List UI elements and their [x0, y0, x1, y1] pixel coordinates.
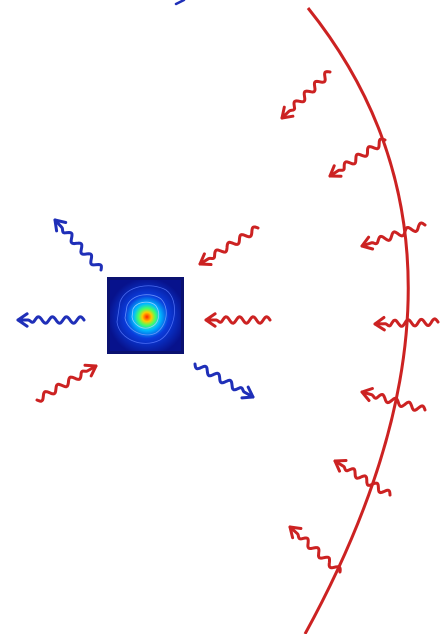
incoming-wavy-arrow-icon: [282, 72, 330, 118]
incoming-wavy-arrow-icon: [290, 527, 340, 572]
clump-heatmap-icon: [107, 277, 184, 354]
outgoing-arrow-fragment-icon: [176, 0, 184, 4]
outgoing-wavy-arrow-icon: [55, 220, 101, 270]
outgoing-wavy-arrow-icon: [195, 364, 253, 398]
incoming-wavy-arrow-icon: [206, 314, 270, 326]
incoming-radiation-arrows: [37, 72, 438, 572]
incoming-wavy-arrow-icon: [200, 227, 258, 265]
incoming-wavy-arrow-icon: [335, 461, 390, 496]
outgoing-wavy-arrow-icon: [18, 314, 84, 326]
incoming-wavy-arrow-icon: [330, 139, 385, 176]
incoming-wavy-arrow-icon: [362, 223, 425, 249]
incoming-wavy-arrow-icon: [37, 365, 96, 401]
